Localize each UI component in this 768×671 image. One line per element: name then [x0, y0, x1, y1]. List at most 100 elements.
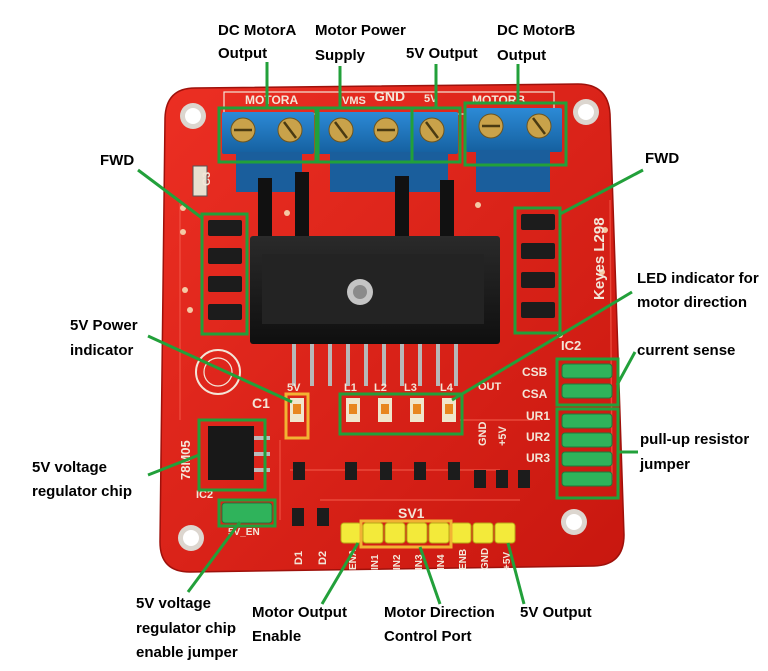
screw-icon — [328, 117, 445, 143]
leader-5v-bottom — [506, 542, 526, 605]
silk-motora: MOTORA — [245, 93, 298, 107]
callout-regulator-enable-jumper: 5V voltage regulator chip enable jumper — [136, 595, 238, 661]
callout-dc-motorb: DC MotorB Output — [497, 22, 575, 64]
highlight-fwd-right — [513, 206, 562, 335]
leader-lines — [137, 62, 644, 605]
callout-regulator-chip: 5V voltage regulator chip — [32, 459, 132, 500]
terminal-power — [318, 112, 458, 192]
led-direction-l1 — [346, 398, 360, 422]
svg-text:Output: Output — [497, 47, 546, 64]
silk-l3: L3 — [404, 382, 417, 394]
fwd-diodes-left — [208, 220, 242, 320]
highlight-enable-jumper — [217, 498, 277, 528]
mounting-hole-top-right — [573, 99, 599, 125]
current-sense-jumpers — [561, 363, 613, 399]
callout-led-indicator: LED indicator for motor direction — [637, 270, 759, 311]
silk-brand: Keyes L298 — [591, 217, 608, 300]
silk-sv1: SV1 — [398, 505, 425, 521]
regulator-78m05 — [208, 426, 270, 480]
silk-l4: L4 — [440, 382, 454, 394]
callout-fwd-right: FWD — [645, 150, 679, 167]
svg-text:DC MotorB: DC MotorB — [497, 22, 575, 39]
pin-label-enb: ENB — [458, 549, 469, 570]
highlight-led-5v — [284, 392, 310, 440]
l298-pins — [292, 344, 458, 386]
silk-l1: L1 — [344, 382, 357, 394]
leader-current-sense — [615, 351, 637, 386]
svg-text:motor direction: motor direction — [637, 294, 747, 311]
silk-ur2: UR2 — [526, 430, 550, 444]
fwd-diodes-right — [521, 214, 555, 318]
svg-text:Supply: Supply — [315, 47, 366, 64]
pin-label-in2: IN2 — [392, 554, 403, 570]
svg-text:Enable: Enable — [252, 628, 301, 645]
board-traces — [179, 199, 613, 520]
silk-d2: D2 — [317, 551, 329, 565]
sv1-pin-labels: ENA IN1 IN2 IN3 IN4 ENB GND +5V — [348, 548, 513, 570]
silk-vms: VMS — [342, 95, 366, 107]
svg-text:Output: Output — [218, 45, 267, 62]
regulator-enable-jumper — [221, 502, 273, 524]
svg-text:5V Output: 5V Output — [406, 45, 478, 62]
silk-led-5v: 5V — [287, 382, 301, 394]
svg-text:indicator: indicator — [70, 342, 134, 359]
highlight-fwd-left — [200, 212, 249, 336]
mounting-hole-top-left — [180, 103, 206, 129]
highlight-led-direction — [338, 392, 464, 436]
callout-5v-power-indicator: 5V Power indicator — [70, 317, 138, 359]
leader-direction — [418, 546, 442, 605]
callout-dc-motora: DC MotorA Output — [218, 22, 296, 62]
led-5v-power — [290, 398, 304, 422]
pin-label-in4: IN4 — [436, 554, 447, 570]
callout-5v-output-bottom: 5V Output — [520, 604, 592, 621]
capacitor-c3 — [192, 165, 208, 197]
callout-fwd-left: FWD — [100, 152, 134, 169]
silk-d1: D1 — [293, 551, 305, 565]
smd-resistors — [292, 462, 530, 526]
pin-label-in1: IN1 — [370, 554, 381, 570]
led-direction-l2 — [378, 398, 392, 422]
svg-text:Motor Output: Motor Output — [252, 604, 347, 621]
svg-text:5V voltage: 5V voltage — [136, 595, 211, 612]
svg-text:FWD: FWD — [100, 152, 134, 169]
leader-fwd-left — [137, 168, 203, 220]
svg-text:Motor Direction: Motor Direction — [384, 604, 495, 621]
highlight-motorb — [463, 101, 568, 167]
svg-text:regulator chip: regulator chip — [32, 483, 132, 500]
l298-heatsink — [250, 172, 500, 386]
svg-text:pull-up resistor: pull-up resistor — [640, 431, 749, 448]
leader-enable-jumper — [186, 521, 242, 593]
mounting-hole-bottom-right — [561, 509, 587, 535]
svg-text:regulator chip: regulator chip — [136, 620, 236, 637]
pullup-jumpers — [561, 413, 613, 487]
svg-text:5V voltage: 5V voltage — [32, 459, 107, 476]
led-direction-l4 — [442, 398, 456, 422]
heatsink-bolt-icon — [347, 279, 373, 305]
led-direction-l3 — [410, 398, 424, 422]
silk-csa: CSA — [522, 387, 548, 401]
pin-label-ena: ENA — [348, 549, 359, 570]
svg-text:5V Output: 5V Output — [520, 604, 592, 621]
capacitor-c1 — [195, 349, 241, 395]
callout-current-sense: current sense — [637, 342, 735, 359]
callout-motor-power: Motor Power Supply — [315, 22, 406, 64]
svg-text:current sense: current sense — [637, 342, 735, 359]
leader-fwd-right — [559, 168, 644, 216]
callout-5v-output-top: 5V Output — [406, 45, 478, 62]
silk-ic2-left: IC2 — [196, 489, 213, 501]
silk-gnd: GND — [374, 88, 405, 104]
silk-ur1: UR1 — [526, 409, 550, 423]
sv1-header-pins — [340, 522, 516, 544]
silk-5v-en: 5V_EN — [228, 527, 260, 538]
silk-plus5v-vertical: +5V — [497, 425, 509, 446]
silk-l2: L2 — [374, 382, 387, 394]
pin-label-5v: +5V — [502, 552, 513, 570]
svg-text:5V Power: 5V Power — [70, 317, 138, 334]
silk-gnd-vertical: GND — [477, 422, 489, 447]
screw-icon — [478, 113, 552, 139]
silk-c1: C1 — [252, 395, 270, 411]
screw-icon — [230, 117, 303, 143]
callout-motor-direction-port: Motor Direction Control Port — [384, 604, 495, 645]
leader-enable — [320, 542, 360, 605]
